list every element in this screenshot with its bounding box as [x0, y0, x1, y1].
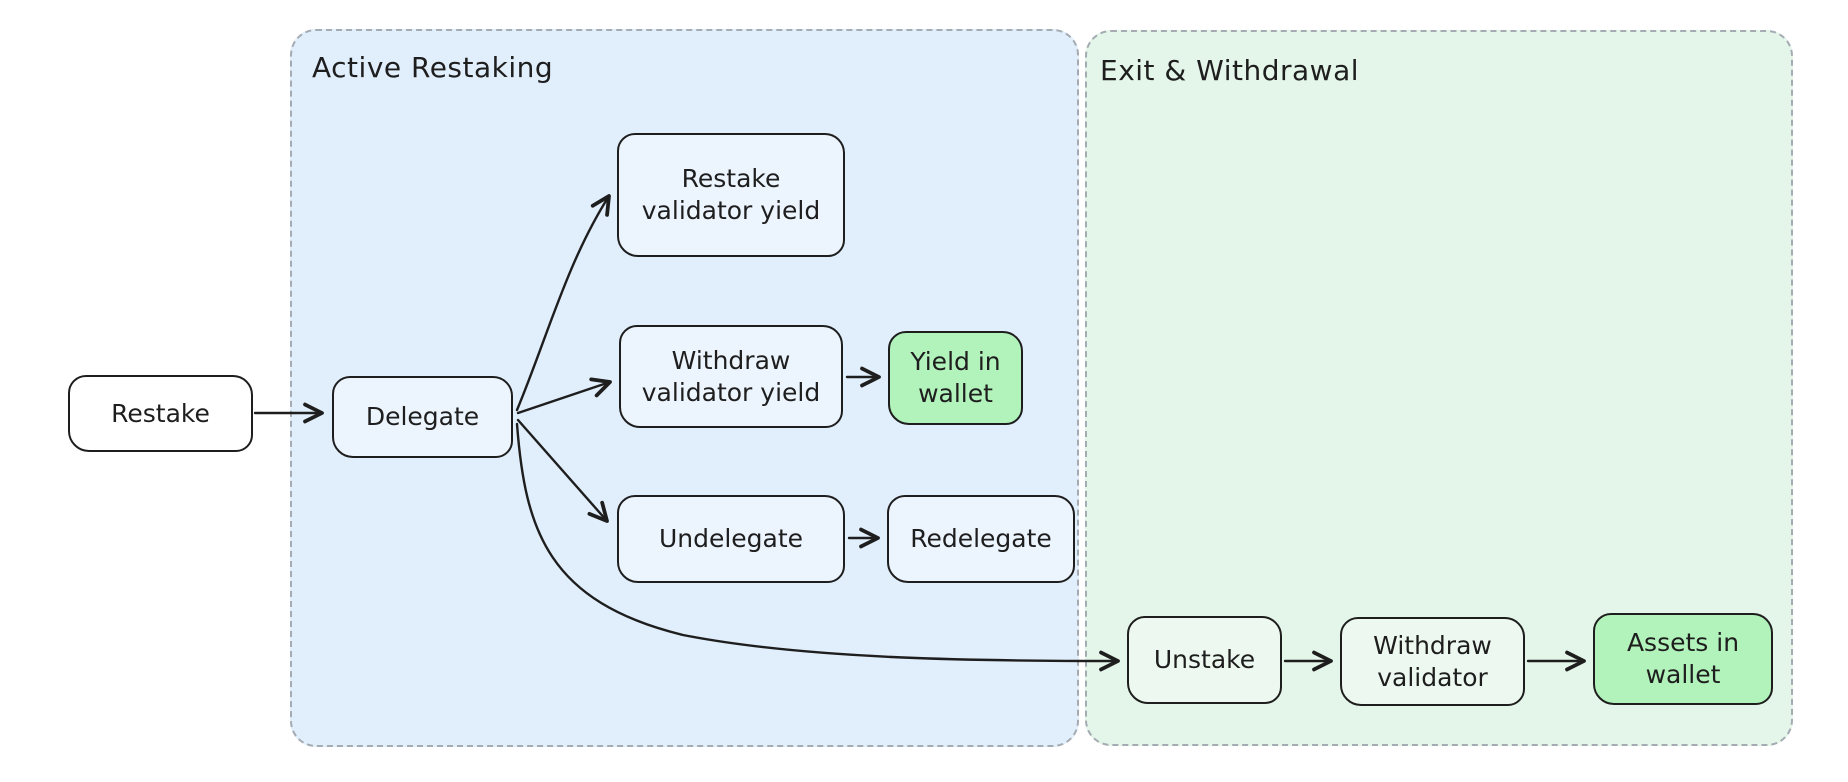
- node-withdraw-validator-yield: Withdraw validator yield: [619, 325, 843, 428]
- node-restake-validator-yield: Restake validator yield: [617, 133, 845, 257]
- node-undelegate: Undelegate: [617, 495, 845, 583]
- node-assets-in-wallet: Assets in wallet: [1593, 613, 1773, 705]
- node-unstake: Unstake: [1127, 616, 1282, 704]
- section-label-active-restaking: Active Restaking: [312, 51, 554, 84]
- node-delegate: Delegate: [332, 376, 513, 458]
- node-yield-in-wallet: Yield in wallet: [888, 331, 1023, 425]
- node-redelegate: Redelegate: [887, 495, 1075, 583]
- section-label-exit-withdrawal: Exit & Withdrawal: [1100, 54, 1360, 87]
- node-restake: Restake: [68, 375, 253, 452]
- node-withdraw-validator: Withdraw validator: [1340, 617, 1525, 706]
